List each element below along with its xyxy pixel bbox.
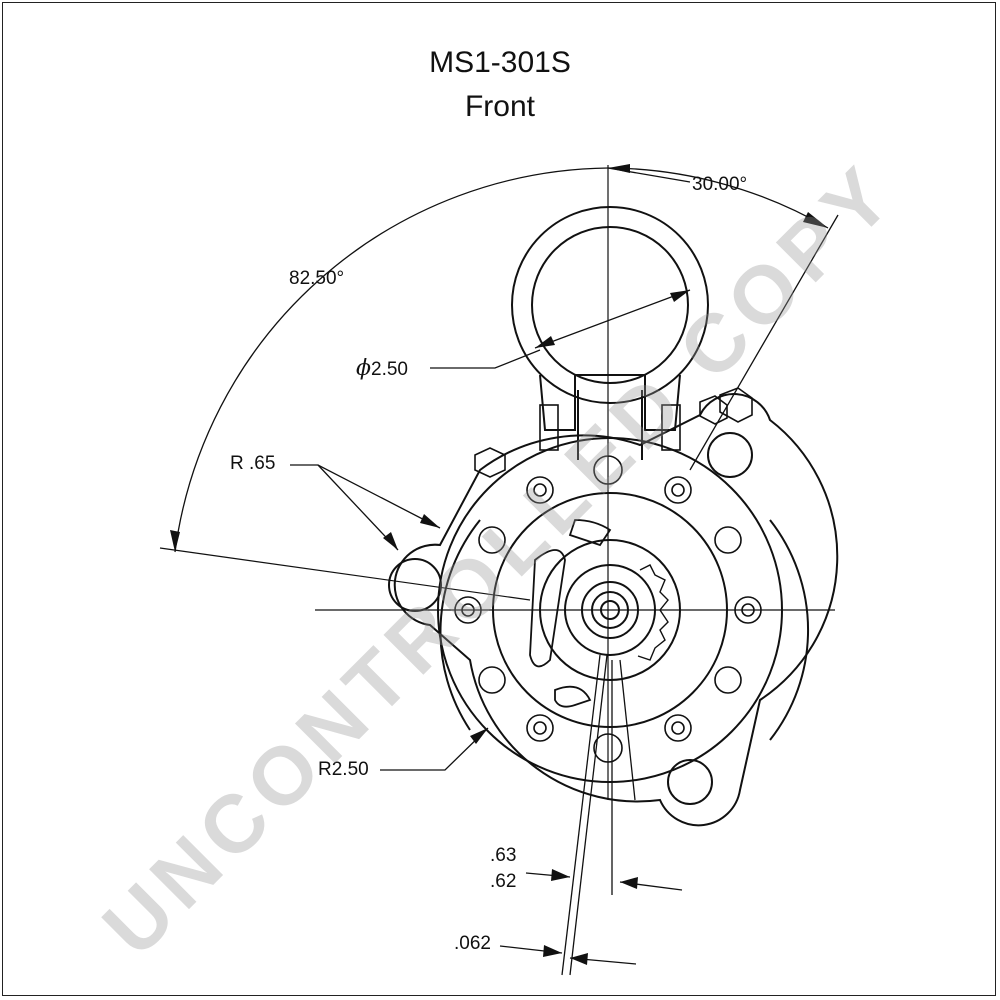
angle-dimension-right: 30.00°	[692, 174, 748, 195]
ear-radius-dimension: R .65	[230, 453, 276, 474]
centerlines	[159, 165, 835, 800]
ear-hole	[388, 558, 442, 612]
ear-centerline	[159, 547, 531, 601]
arc-82-50	[174, 167, 609, 553]
radius-leaders	[290, 464, 489, 771]
offset-dimension-lower: .62	[490, 871, 517, 892]
drawing-title: MS1-301S	[429, 46, 571, 79]
offset-dimension-upper: .63	[490, 845, 517, 866]
solenoid-ring	[511, 206, 709, 460]
diameter-leader	[430, 289, 691, 369]
bolt-holes	[454, 455, 762, 763]
arc-30-00	[607, 167, 829, 229]
offset-dimensions	[499, 654, 683, 976]
diameter-dimension: ϕ2.50	[356, 356, 408, 381]
diameter-symbol-icon: ϕ	[356, 356, 371, 381]
angle-extension-line	[689, 214, 839, 471]
angle-dimensions	[170, 164, 839, 553]
pinion-gear	[637, 564, 669, 661]
terminal-bolts	[474, 387, 753, 478]
diameter-value: 2.50	[371, 359, 408, 380]
mounting-flange	[388, 393, 839, 827]
flange-slots	[529, 519, 612, 708]
offset-dimension-small: .062	[454, 933, 491, 954]
body-radius-dimension: R2.50	[318, 759, 369, 780]
angle-dimension-left: 82.50°	[289, 268, 345, 289]
view-label: Front	[464, 90, 536, 123]
